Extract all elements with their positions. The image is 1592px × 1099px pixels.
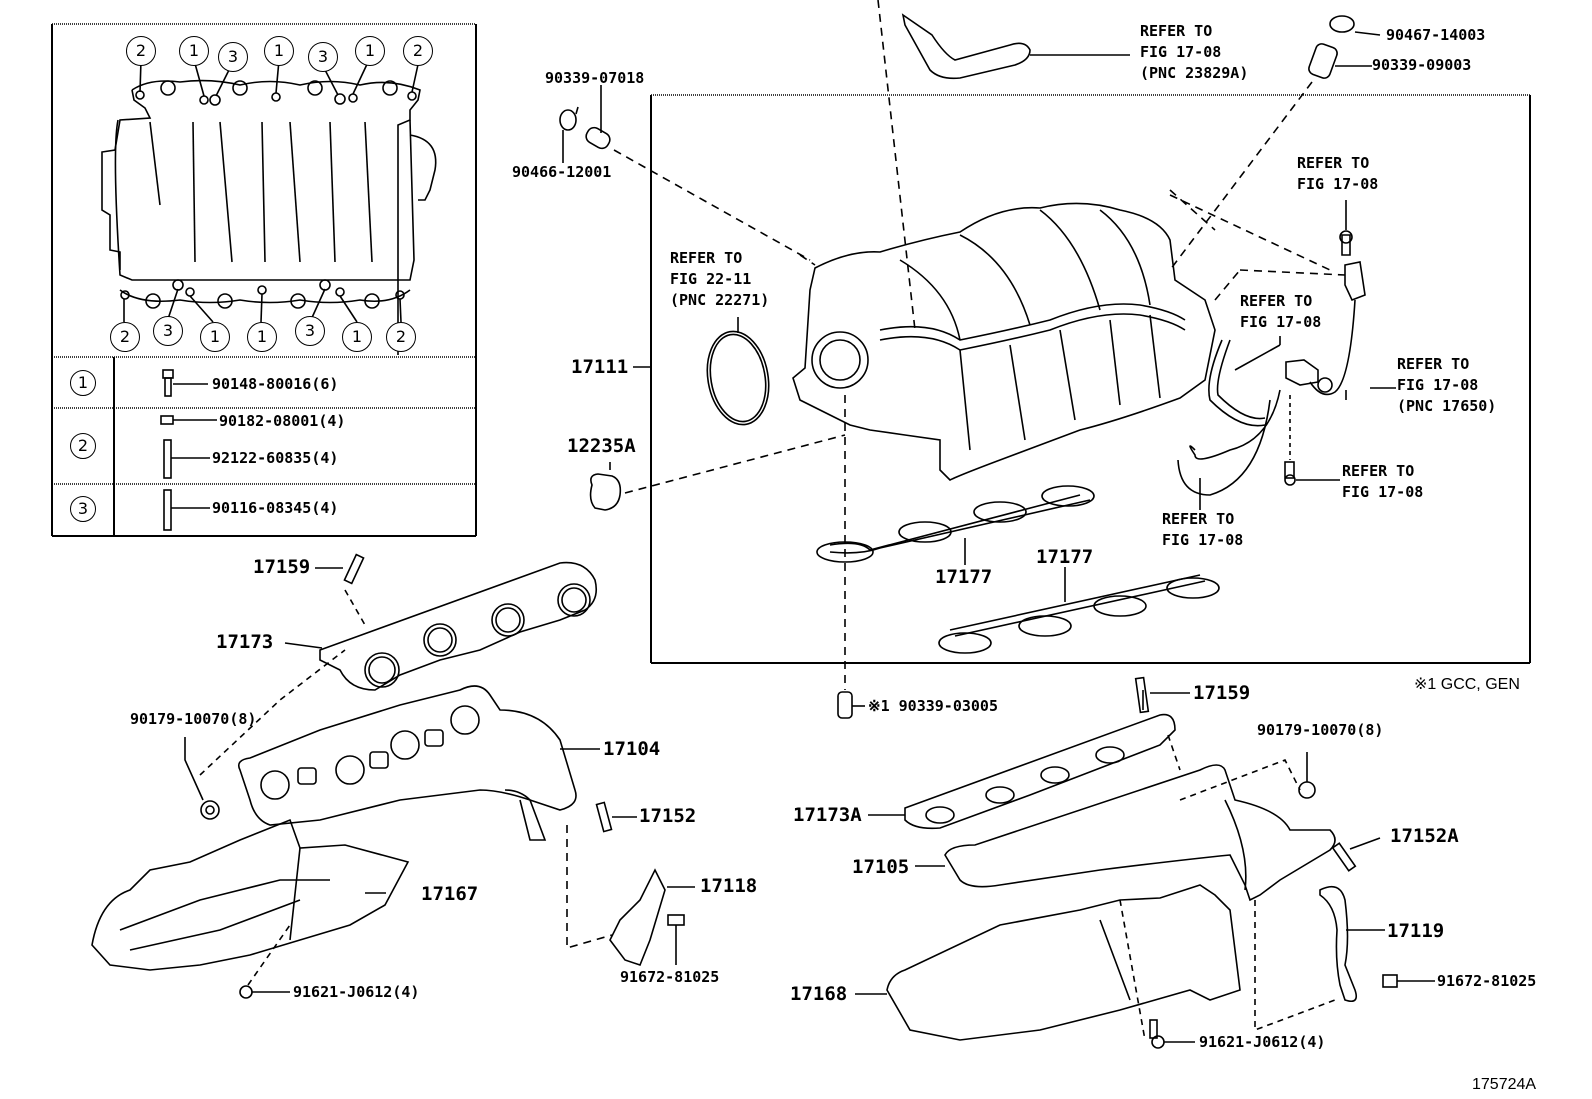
inset-callout-top: 2 [126, 36, 156, 66]
part-label-17173[interactable]: 17173 [216, 631, 274, 653]
inset-callout-bottom: 3 [295, 316, 325, 346]
part-label-90179-10070-left[interactable]: 90179-10070(8) [130, 710, 257, 728]
stud-17159-left [315, 553, 366, 626]
part-label-17152[interactable]: 17152 [639, 805, 697, 827]
legend-table-lines [52, 357, 476, 537]
inset-callout-bottom: 3 [153, 316, 183, 346]
inset-callout-bottom: 1 [247, 322, 277, 352]
exhaust-gasket-17173 [284, 561, 598, 691]
bolt-91621-right [1149, 1019, 1195, 1049]
part-label-17111[interactable]: 17111 [571, 356, 629, 378]
refer-note-bolt-lower[interactable]: REFER TO FIG 17-08 [1342, 462, 1424, 501]
refer-note-bolt-top[interactable]: REFER TO FIG 17-08 [1297, 154, 1379, 193]
part-label-17177-upper-gasket[interactable]: 17177 [935, 566, 993, 588]
legend-key-1: 1 [70, 370, 96, 396]
refer-note-hose-lower[interactable]: REFER TO FIG 17-08 [1162, 510, 1244, 549]
part-label-91621-J0612-right[interactable]: 91621-J0612(4) [1199, 1033, 1326, 1051]
part-label-17177-lower-gasket[interactable]: 17177 [1036, 546, 1094, 568]
legend-key-3: 3 [70, 496, 96, 522]
legend-part-90182-08001[interactable]: 90182-08001(4) [219, 412, 346, 430]
part-label-90339-09003[interactable]: 90339-09003 [1372, 56, 1472, 74]
bracket-17119 [1254, 885, 1435, 1032]
intake-group-frame [633, 94, 1531, 664]
throttle-body-gasket [706, 317, 770, 426]
part-label-17159-right[interactable]: 17159 [1193, 682, 1251, 704]
stud-17152 [595, 801, 637, 833]
inset-intake-manifold [101, 59, 437, 355]
part-label-90467-14003[interactable]: 90467-14003 [1386, 26, 1486, 44]
part-label-91621-J0612-left[interactable]: 91621-J0612(4) [293, 983, 420, 1001]
vacuum-hoses-and-sensor [1177, 200, 1396, 510]
exhaust-manifold-17105 [915, 752, 1336, 902]
exhaust-manifold-17104 [199, 649, 600, 841]
bracket-17118 [566, 825, 695, 966]
figure-id: 175724A [1472, 1076, 1537, 1093]
intake-gaskets-17177 [816, 485, 1220, 654]
refer-note-fig-22-11[interactable]: REFER TO FIG 22-11 (PNC 22271) [670, 249, 770, 309]
hose-clamp-and-hose-top-right [1169, 15, 1381, 271]
inset-callout-bottom: 2 [386, 322, 416, 352]
inset-callout-top: 2 [403, 36, 433, 66]
legend-part-90116-08345[interactable]: 90116-08345(4) [212, 499, 339, 517]
part-label-17118[interactable]: 17118 [700, 875, 758, 897]
legend-part-90148-80016[interactable]: 90148-80016(6) [212, 375, 339, 393]
part-label-17105[interactable]: 17105 [852, 856, 910, 878]
inset-callout-top: 1 [264, 36, 294, 66]
part-label-17159-left[interactable]: 17159 [253, 556, 311, 578]
inset-frame [51, 23, 477, 536]
part-label-90339-07018[interactable]: 90339-07018 [545, 69, 645, 87]
inset-callout-top: 3 [308, 42, 338, 72]
part-label-90466-12001[interactable]: 90466-12001 [512, 163, 612, 181]
part-label-17104[interactable]: 17104 [603, 738, 661, 760]
pin-90339-03005 [837, 691, 865, 719]
part-label-17173A[interactable]: 17173A [793, 804, 862, 826]
pcv-hose [877, 0, 1130, 331]
refer-note-pnc-17650[interactable]: REFER TO FIG 17-08 (PNC 17650) [1397, 355, 1497, 415]
stud-17152A [1331, 837, 1381, 872]
footnote-gcc-gen: ※1 GCC, GEN [1414, 676, 1520, 693]
part-label-90339-03005[interactable]: ※1 90339-03005 [868, 697, 998, 715]
exhaust-gasket-17173A [868, 676, 1190, 830]
heat-insulator-17168 [855, 884, 1241, 1041]
part-label-91672-81025-left[interactable]: 91672-81025 [620, 968, 720, 986]
part-label-17168[interactable]: 17168 [790, 983, 848, 1005]
part-label-17119[interactable]: 17119 [1387, 920, 1445, 942]
refer-note-hose-mid[interactable]: REFER TO FIG 17-08 [1240, 292, 1322, 331]
bolt-91621-left [239, 924, 291, 999]
part-label-17167[interactable]: 17167 [421, 883, 479, 905]
inset-callout-bottom: 2 [110, 322, 140, 352]
heat-insulator-17167 [91, 818, 410, 971]
inset-callout-top: 3 [218, 42, 248, 72]
part-label-17152A[interactable]: 17152A [1390, 825, 1459, 847]
legend-key-2: 2 [70, 433, 96, 459]
part-label-12235A[interactable]: 12235A [567, 435, 636, 457]
insulator-12235A [589, 434, 846, 511]
legend-part-92122-60835[interactable]: 92122-60835(4) [212, 449, 339, 467]
inset-callout-bottom: 1 [200, 322, 230, 352]
inset-callout-top: 1 [179, 36, 209, 66]
inset-callout-bottom: 1 [342, 322, 372, 352]
intake-manifold-17111 [792, 189, 1346, 690]
inset-callout-top: 1 [355, 36, 385, 66]
nut-90179-10070-left [184, 737, 220, 820]
hose-clamp-and-hose-small [559, 85, 811, 261]
part-label-90179-10070-right[interactable]: 90179-10070(8) [1257, 721, 1384, 739]
part-label-91672-81025-right[interactable]: 91672-81025 [1437, 972, 1537, 990]
refer-note-hose-pnc-23829A[interactable]: REFER TO FIG 17-08 (PNC 23829A) [1140, 22, 1249, 82]
